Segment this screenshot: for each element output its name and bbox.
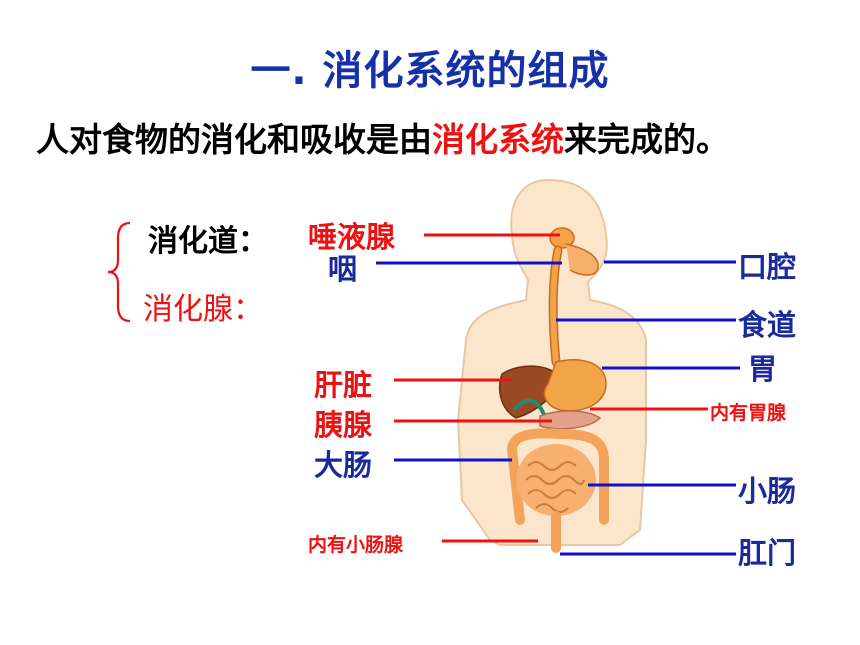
large-intestine-shape (506, 428, 609, 525)
label-large-intestine: 大肠 (314, 448, 373, 482)
page-title: 一. 消化系统的组成 (250, 48, 610, 94)
oral-cavity-shape (565, 243, 599, 276)
label-small-intestine: 小肠 (738, 474, 797, 508)
label-salivary-gland: 唾液腺 (308, 220, 396, 254)
subtitle-before: 人对食物的消化和吸收是由 (36, 120, 432, 159)
label-anus: 肛门 (738, 536, 797, 570)
stomach-shape (543, 359, 607, 412)
label-stomach: 胃 (748, 352, 778, 386)
subtitle: 人对食物的消化和吸收是由消化系统来完成的。 (36, 113, 729, 161)
label-mouth: 口腔 (738, 250, 797, 284)
category-digestive-gland: 消化腺： (143, 292, 263, 327)
label-liver: 肝脏 (314, 368, 373, 402)
category-digestive-tract: 消化道： (148, 224, 268, 259)
label-pharynx: 咽 (328, 252, 358, 286)
label-gastric-gland: 内有胃腺 (710, 402, 787, 424)
label-esophagus: 食道 (738, 308, 797, 342)
label-pancreas: 胰腺 (314, 408, 373, 442)
brace-icon (107, 221, 131, 323)
label-intestinal-gland: 内有小肠腺 (308, 534, 404, 556)
subtitle-after: 来完成的。 (564, 120, 729, 159)
pancreas-shape (539, 410, 602, 430)
subtitle-highlight: 消化系统 (432, 120, 564, 159)
small-intestine-shape (516, 444, 596, 516)
